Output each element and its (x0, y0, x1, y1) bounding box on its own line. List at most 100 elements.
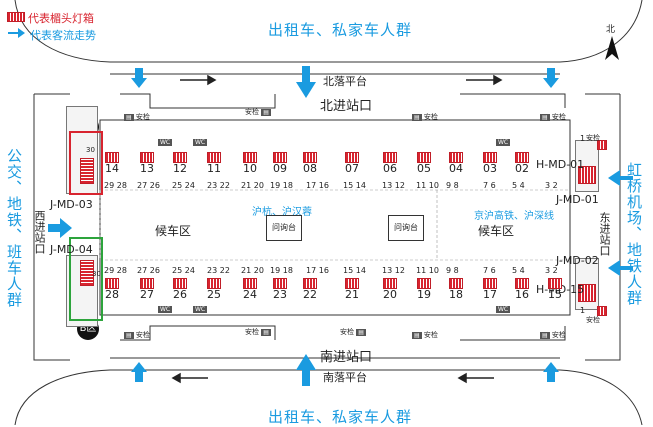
lower-platform-pair: 23 22 (207, 266, 230, 275)
upper-platform-pair: 9 8 (446, 181, 459, 190)
gate-number: 04 (449, 162, 463, 175)
arrow-up-sw (131, 362, 147, 382)
gate-number: 26 (173, 288, 187, 301)
media-md03-label: J-MD-03 (50, 198, 93, 211)
lightbox-hmd01 (578, 166, 596, 184)
building-outline (33, 93, 621, 361)
arrow-down-ne (543, 68, 559, 88)
lower-gate-27: 27 (137, 276, 157, 301)
lower-gate-15: 15 (545, 276, 565, 301)
route-left-label: 沪杭、沪汉蓉 (252, 207, 312, 218)
lightbox-icon (548, 278, 562, 289)
highlight-md04 (69, 237, 103, 321)
lightbox-icon (417, 278, 431, 289)
gate-number: 16 (515, 288, 529, 301)
gate-number: 05 (417, 162, 431, 175)
upper-platform-pair: 7 6 (483, 181, 496, 190)
lower-gate-25: 25 (204, 276, 224, 301)
lightbox-icon (345, 152, 359, 163)
lower-platform-pair: 15 14 (343, 266, 366, 275)
security-north-4: ▤ 安检 (540, 113, 566, 121)
upper-gate-11: 11 (204, 150, 224, 175)
flow-left-text: 公交、地铁、班车人群 (5, 148, 23, 308)
gate-number: 19 (417, 288, 431, 301)
arrow-down-north-main (296, 66, 316, 98)
highlight-md03 (69, 131, 103, 195)
lower-platform-pair: 5 4 (512, 266, 525, 275)
north-compass-icon (605, 36, 619, 60)
wc-south-2: WC (193, 306, 208, 313)
lower-platform-pair: 27 26 (137, 266, 160, 275)
wc-south-3: WC (496, 306, 511, 313)
arrow-up-south-main (296, 354, 316, 386)
wc-north-2: WC (193, 139, 208, 146)
lightbox-icon (515, 278, 529, 289)
lower-gate-20: 20 (380, 276, 400, 301)
lightbox-icon (303, 278, 317, 289)
media-md04-label: J-MD-04 (50, 243, 93, 256)
gate-number: 25 (207, 288, 221, 301)
upper-gate-10: 10 (240, 150, 260, 175)
lightbox-icon (273, 152, 287, 163)
gate-number: 22 (303, 288, 317, 301)
upper-platform-pair: 13 12 (382, 181, 405, 190)
side-number-left-top: 30 (86, 146, 95, 154)
lower-platform-pair: 25 24 (172, 266, 195, 275)
lightbox-icon (243, 152, 257, 163)
gate-number: 23 (273, 288, 287, 301)
lightbox-icon (140, 278, 154, 289)
lightbox-icon (383, 278, 397, 289)
gate-number: 11 (207, 162, 221, 175)
gate-number: 20 (383, 288, 397, 301)
lightbox-md03 (80, 158, 94, 184)
legend-arrow-icon (8, 28, 25, 38)
north-entrance-label: 北进站口 (320, 99, 373, 114)
flow-arrows (8, 28, 633, 386)
lower-platform-pair: 7 6 (483, 266, 496, 275)
security-north-3: ▤ 安检 (412, 113, 438, 121)
lower-gate-23: 23 (270, 276, 290, 301)
east-entrance-label: 东进站口 (598, 212, 611, 256)
lower-gate-26: 26 (170, 276, 190, 301)
gate-number: 18 (449, 288, 463, 301)
upper-gate-02: 02 (512, 150, 532, 175)
north-platform-label: 北落平台 (323, 75, 367, 88)
lower-platform-pair: 19 18 (270, 266, 293, 275)
gate-number: 03 (483, 162, 497, 175)
wc-north-1: WC (158, 139, 173, 146)
security-south-5: ▤ 安检 (540, 331, 566, 339)
gate-number: 12 (173, 162, 187, 175)
media-md01-label: J-MD-01 (556, 193, 599, 206)
wc-north-3: WC (496, 139, 511, 146)
lightbox-icon (243, 278, 257, 289)
upper-platform-pair: 5 4 (512, 181, 525, 190)
waiting-area-right: 候车区 (478, 224, 515, 238)
gate-number: 10 (243, 162, 257, 175)
upper-gate-03: 03 (480, 150, 500, 175)
gate-number: 13 (140, 162, 154, 175)
upper-platform-pair: 11 10 (416, 181, 439, 190)
upper-gate-06: 06 (380, 150, 400, 175)
upper-gate-14: 14 (102, 150, 122, 175)
legend-lightbox-label: 代表楣头灯箱 (28, 12, 94, 25)
upper-gate-13: 13 (137, 150, 157, 175)
security-east-top: 安检 (586, 134, 600, 142)
lower-platform-pair: 3 2 (545, 266, 558, 275)
gate-number: 02 (515, 162, 529, 175)
legend-flow-label: 代表客流走势 (30, 29, 96, 42)
gate-number: 08 (303, 162, 317, 175)
upper-gate-05: 05 (414, 150, 434, 175)
lightbox-icon (303, 152, 317, 163)
lower-platform-pair: 17 16 (306, 266, 329, 275)
media-md02-label: J-MD-02 (556, 254, 599, 267)
security-north-1: ▤ 安检 (124, 113, 150, 121)
lower-gate-16: 16 (512, 276, 532, 301)
lower-gate-19: 19 (414, 276, 434, 301)
lower-platform-pair: 29 28 (104, 266, 127, 275)
info-desk-right: 问询台 (388, 215, 424, 241)
gate-number: 21 (345, 288, 359, 301)
flow-top-text: 出租车、私家车人群 (268, 21, 413, 39)
security-east-bottom: 安检 (586, 316, 600, 324)
wc-south-1: WC (158, 306, 173, 313)
